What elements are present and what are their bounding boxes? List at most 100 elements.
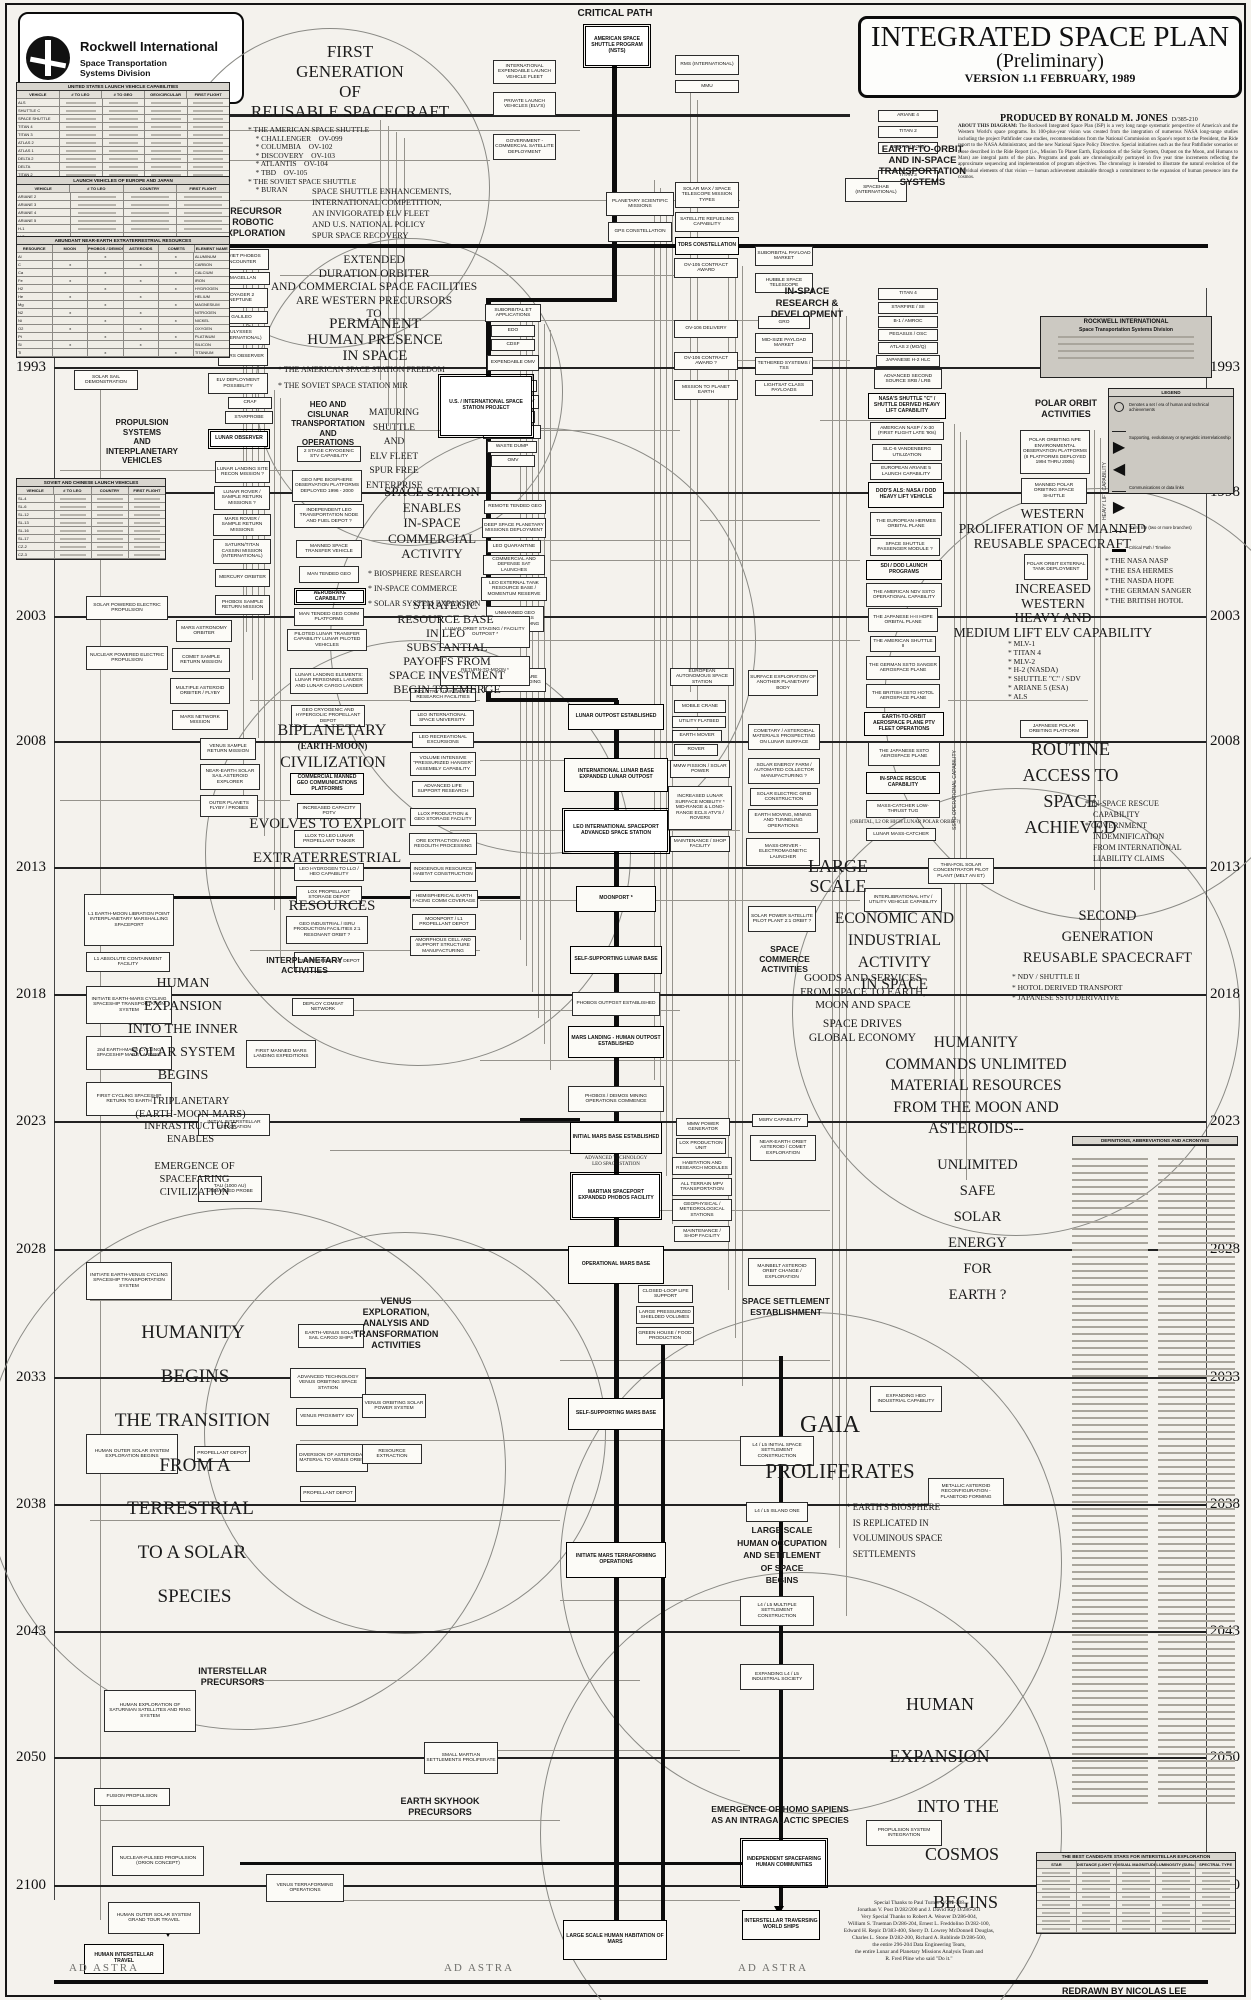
address-line: Space Transportation Systems Division	[1079, 327, 1173, 333]
table-cell: OXYGEN	[194, 326, 212, 331]
table-cell	[55, 511, 92, 518]
callout: * NDV / SHUTTLE II* HOTOL DERIVED TRANSP…	[1012, 972, 1123, 1002]
plan-box: MISSION TO PLANET EARTH	[674, 380, 738, 400]
plan-box: LIGHTSAT CLASS PAYLOADS	[755, 380, 813, 396]
table-cell: x	[53, 277, 89, 284]
table-cell	[1196, 1869, 1235, 1876]
plan-box: MERCURY ORBITER	[215, 569, 270, 587]
callout: * BIOSPHERE RESEARCH* IN-SPACE COMMERCE*…	[368, 569, 481, 608]
plan-box: SELF-SUPPORTING MARS BASE	[568, 1398, 664, 1430]
table-cell: x	[53, 293, 89, 300]
connector-line	[560, 1600, 780, 1601]
plan-box: FIRST CYCLING SPACESHIP RETURN TO EARTH	[86, 1082, 172, 1116]
critical-path-segment	[614, 700, 619, 1928]
plan-box: LUNAR OUTPOST ESTABLISHED	[568, 704, 664, 730]
table-cell: x	[88, 253, 124, 260]
table-row	[1037, 1869, 1235, 1877]
timeline-year: 2023	[1210, 1113, 1240, 1129]
plan-box: GRO	[758, 316, 810, 329]
table-cell	[1196, 1917, 1235, 1924]
connector-line	[330, 1150, 570, 1151]
table-title: LAUNCH VEHICLES OF EUROPE AND JAPAN	[17, 177, 229, 185]
plan-box: MSRV CAPABILITY	[752, 1114, 808, 1127]
table-cell	[1196, 1893, 1235, 1900]
table-cell	[1196, 1925, 1235, 1932]
table-cell	[145, 99, 188, 106]
plan-box: NEAR-EARTH ORBIT ASTEROID / COMET EXPLOR…	[750, 1135, 816, 1161]
connector-line	[380, 120, 381, 380]
plan-box: LUNAR OBSERVER	[207, 428, 271, 450]
plan-box: U.S. / INTERNATIONAL SPACE STATION PROJE…	[437, 373, 535, 439]
plan-box: MASS-DRIVER - ELECTROMAGNETIC LAUNCHER	[746, 838, 820, 866]
plan-box: INTERNATIONAL EXPENDABLE LAUNCH VEHICLE …	[493, 60, 556, 84]
table-cell	[55, 543, 92, 550]
timeline-year: 2038	[16, 1496, 46, 1512]
table-cell: ARIANE 2	[17, 193, 71, 200]
table-cell: x	[159, 349, 194, 356]
table-cell	[145, 147, 188, 154]
plan-box: UTILITY FLATBED	[672, 716, 726, 728]
table-cell	[55, 551, 92, 558]
callout: BEGINS	[160, 1366, 230, 1387]
plan-box: JAPANESE POLAR ORBITING PLATFORM	[1020, 720, 1088, 738]
table-row: TITAN 3	[17, 131, 229, 139]
table-cell	[145, 171, 188, 178]
plan-box: INITIATE EARTH-VENUS CYCLING SPACESHIP T…	[86, 1262, 172, 1300]
plan-box: EXPANDING HEO INDUSTRIAL CAPABILITY	[870, 1386, 942, 1412]
connector-line	[60, 800, 290, 801]
table-cell: SL-16	[17, 527, 55, 534]
plan-box: INTERSTELLAR TRAVERSING WORLD SHIPS	[742, 1910, 820, 1940]
plan-box: PILOTED LUNAR TRANSFER CAPABILITY LUNAR …	[287, 629, 367, 651]
table-cell	[1156, 1869, 1197, 1876]
plan-box: SPACE SHUTTLE PASSENGER MODULE ?	[870, 538, 940, 556]
table-cell	[1156, 1877, 1197, 1884]
callout: GAIA	[800, 1412, 860, 1438]
data-table: THE BEST CANDIDATE STARS FOR INTERSTELLA…	[1036, 1852, 1236, 1934]
table-title: UNITED STATES LAUNCH VEHICLE CAPABILITIE…	[17, 83, 229, 91]
table-cell	[88, 341, 124, 348]
timeline-year: 2003	[16, 608, 46, 624]
era-circle	[792, 788, 1240, 1236]
table-cell: NITROGEN	[194, 310, 216, 315]
plan-box: INDIGENOUS RESOURCE HABITAT CONSTRUCTION	[410, 862, 476, 882]
table-cell: CALCIUM	[194, 270, 213, 275]
table-cell	[124, 317, 159, 324]
plan-box: ADVANCED TECHNOLOGY VENUS ORBITING SPACE…	[290, 1368, 366, 1398]
plan-box: COMMERCIAL MANNED GEO COMMUNICATIONS PLA…	[290, 773, 364, 795]
critical-path-segment	[486, 298, 491, 378]
table-cell: x	[53, 261, 89, 268]
plan-box: GEOPHYSICAL / METEOROLOGICAL STATIONS	[672, 1199, 732, 1221]
callout: CRITICAL PATH	[577, 8, 653, 19]
timeline-line	[54, 492, 1206, 494]
timeline-year: 2018	[1210, 986, 1240, 1002]
table-col-header: VEHICLE	[17, 91, 60, 98]
plan-box: EUROPEAN ARIANE 5 LAUNCH CAPABILITY	[870, 463, 942, 480]
plan-box: FIRST MANNED MARS LANDING EXPEDITIONS	[246, 1040, 316, 1068]
callout: TRIPLANETARY(EARTH-MOON-MARS)INFRASTRUCT…	[135, 1096, 246, 1145]
plan-box: EARTH MOVER	[672, 730, 722, 742]
plan-box: MULTIPLE ASTEROID ORBITER / FLYBY	[170, 678, 230, 704]
callout: RESOURCES	[288, 898, 376, 914]
table-cell	[124, 193, 177, 200]
plan-box: MAN TENDED GEO COMM PLATFORMS	[294, 608, 364, 626]
plan-box: LOX PROPELLANT STORAGE DEPOT	[296, 886, 362, 904]
table-cell: NICKEL	[194, 318, 210, 323]
plan-box: LUNAR ORBIT STAGING / FACILITY OUTPOST *	[440, 616, 530, 648]
table-cell	[1077, 1893, 1117, 1900]
timeline-line	[54, 1757, 1206, 1759]
table-cell	[1117, 1885, 1157, 1892]
produced-by-text: PRODUCED BY RONALD M. JONES	[1000, 113, 1168, 124]
table-cell: DELTA 2	[17, 155, 61, 162]
plan-box: MARS ASTRONOMY ORBITER	[176, 620, 232, 642]
table-cell	[188, 99, 229, 106]
table-cell: Pt	[17, 333, 54, 340]
callout: (ORBITAL, L2 OR HIGH LUNAR POLAR ORBIT ?…	[849, 820, 961, 825]
